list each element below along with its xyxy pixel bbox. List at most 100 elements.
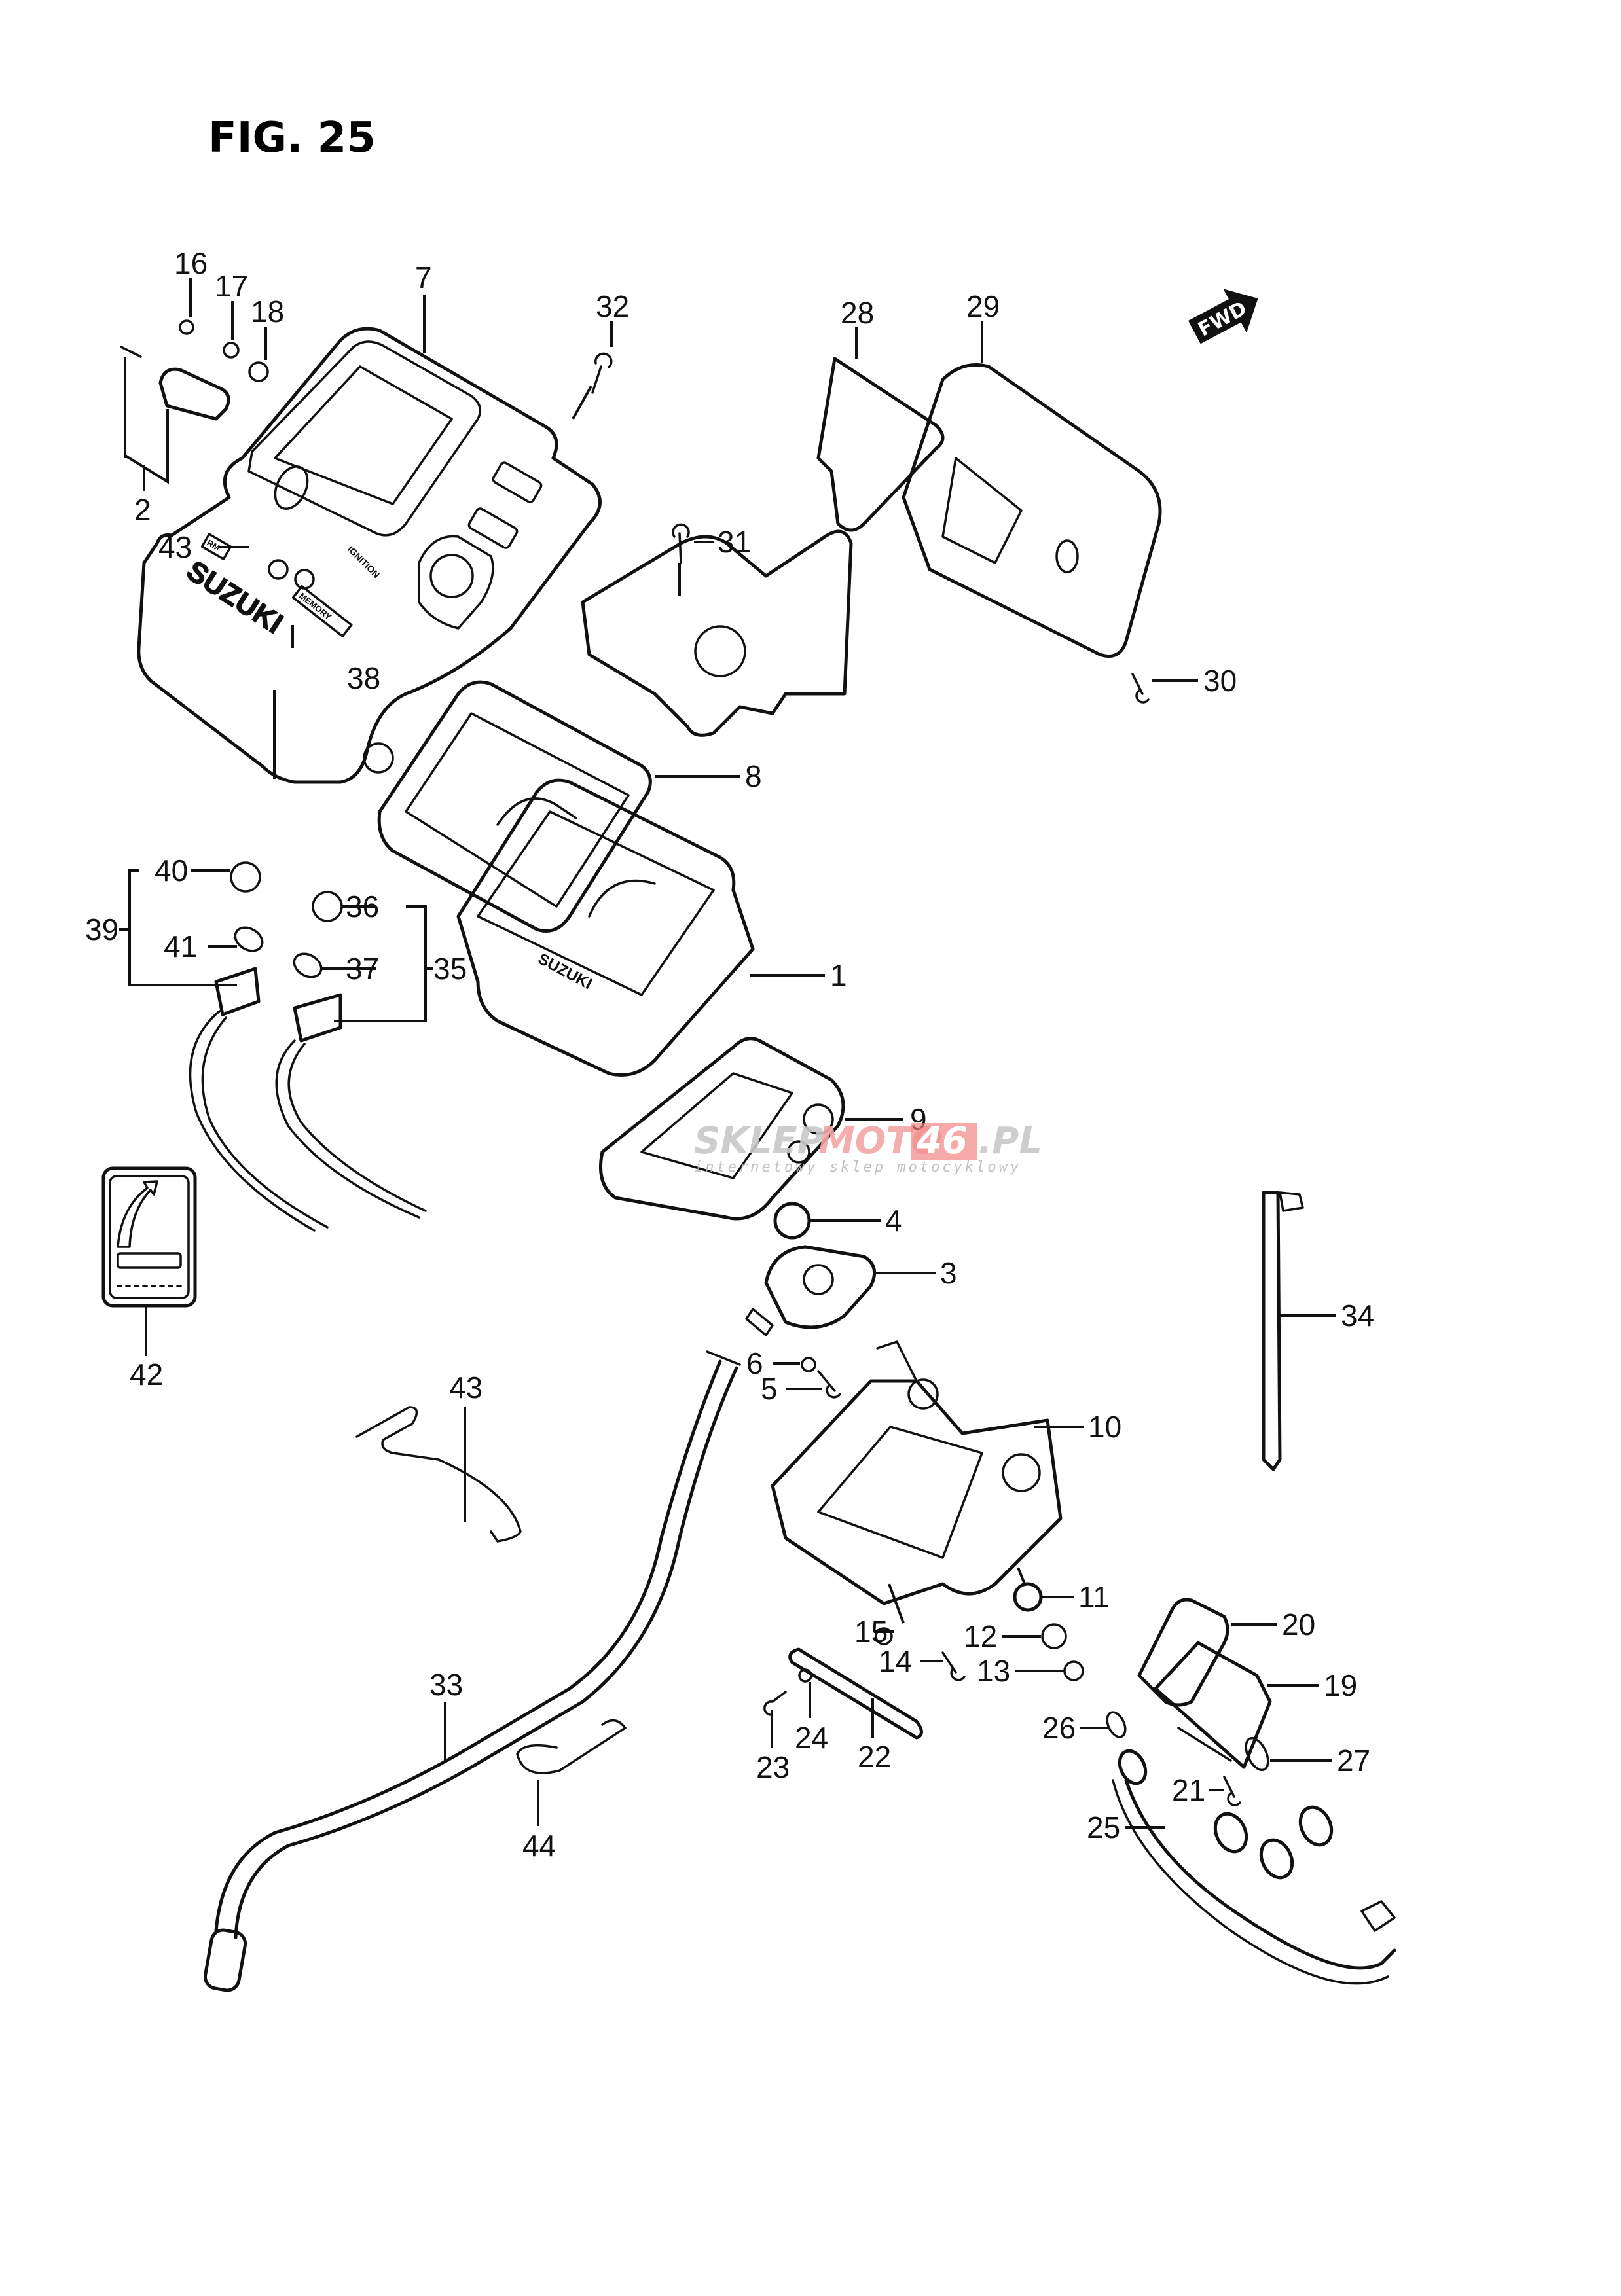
callout-20: 20 (1282, 1607, 1315, 1641)
callout-29: 29 (966, 289, 1000, 323)
part-12-washer (1041, 1623, 1067, 1649)
callout-10: 10 (1088, 1410, 1121, 1444)
callout-17: 17 (215, 269, 248, 303)
callout-32: 32 (596, 289, 629, 323)
callout-13: 13 (977, 1654, 1010, 1688)
part-32-screw (591, 352, 613, 394)
part-41-bulb (234, 926, 264, 952)
decal-suzuki-meter: SUZUKI (535, 950, 595, 993)
watermark-tagline: internetowy sklep motocyklowy (694, 1159, 1021, 1175)
part-25-socket-harness (1112, 1749, 1396, 1985)
callout-15: 15 (854, 1615, 888, 1649)
callout-7: 7 (415, 260, 432, 295)
callout-1: 1 (830, 958, 847, 992)
callout-43-lower: 43 (449, 1371, 483, 1405)
part-1-meter-case: SUZUKI (456, 778, 755, 1077)
part-2-trip-knob (120, 346, 230, 421)
callout-25: 25 (1087, 1810, 1120, 1844)
part-20-indicator-lens (1137, 1598, 1229, 1707)
callout-4: 4 (885, 1204, 902, 1238)
callout-31: 31 (718, 525, 751, 559)
part-23-screw (763, 1691, 787, 1716)
callout-38: 38 (347, 661, 380, 695)
callout-18: 18 (251, 295, 284, 329)
part-19-indicator-case (1154, 1641, 1272, 1769)
part-11-cushion (1013, 1582, 1043, 1612)
callout-26: 26 (1042, 1711, 1076, 1745)
callout-8: 8 (745, 759, 762, 793)
part-18-washer (248, 361, 269, 382)
callout-12: 12 (964, 1619, 997, 1653)
part-5-screw (817, 1370, 841, 1399)
part-31-screw (672, 523, 690, 564)
part-3-gear-box (745, 1245, 877, 1336)
part-6-washer (801, 1357, 816, 1372)
callout-41: 41 (164, 929, 197, 963)
watermark-badge (911, 1123, 977, 1160)
decal-suzuki-cover: SUZUKI (181, 554, 289, 639)
callout-36: 36 (346, 889, 379, 924)
part-43-wire-clip (355, 1406, 522, 1543)
watermark-46: 46 (916, 1120, 968, 1162)
callout-30: 30 (1203, 664, 1237, 698)
callout-40: 40 (155, 853, 188, 888)
callout-16: 16 (174, 246, 208, 280)
part-15-washer (875, 1627, 893, 1645)
callout-42: 42 (130, 1357, 163, 1391)
callout-23: 23 (756, 1750, 790, 1784)
leader-lines (119, 278, 1336, 1829)
part-33-speedometer-cable (203, 1350, 741, 1992)
part-9-meter-cover-lower (599, 1037, 845, 1221)
watermark: SKLEP MOTO 46 .PL internetowy sklep moto… (694, 1120, 1042, 1175)
callout-24: 24 (795, 1721, 828, 1755)
callout-11: 11 (1078, 1580, 1110, 1614)
forward-arrow-icon: FWD (1188, 289, 1258, 344)
part-26-bulb (1106, 1711, 1127, 1738)
part-29-cover (902, 363, 1162, 658)
part-40-switch-knob (230, 861, 261, 893)
part-34-clamp-band (1262, 1191, 1304, 1471)
callout-14: 14 (879, 1644, 912, 1678)
callout-labels: 16 17 18 2 7 32 28 29 31 30 43 38 8 1 9 … (85, 246, 1374, 1863)
part-10-meter-bracket (771, 1340, 1063, 1605)
part-24-washer (798, 1668, 812, 1683)
part-17-washer (223, 342, 240, 359)
part-39-socket-set (189, 967, 329, 1232)
part-8-meter-lens (377, 680, 652, 933)
callout-35: 35 (433, 952, 467, 986)
callout-33: 33 (429, 1668, 463, 1702)
part-44-clip (516, 1719, 627, 1774)
decal-ignition: IGNITION (346, 544, 382, 580)
part-4-o-ring (773, 1202, 811, 1240)
callout-39: 39 (85, 912, 118, 946)
part-21-screw (1223, 1776, 1241, 1806)
part-7-meter-cover-upper: SUZUKI IGNITION MEMORY RM (137, 327, 602, 784)
callout-6: 6 (746, 1346, 763, 1380)
callout-27: 27 (1337, 1744, 1370, 1778)
callout-19: 19 (1324, 1668, 1357, 1702)
watermark-sklep: SKLEP (694, 1120, 824, 1162)
callout-37: 37 (346, 952, 379, 986)
part-22-clamp-plate (788, 1647, 923, 1740)
callout-21: 21 (1172, 1773, 1205, 1807)
part-14-bolt (941, 1651, 966, 1681)
callout-5: 5 (761, 1372, 778, 1406)
callout-22: 22 (858, 1740, 891, 1774)
callout-44: 44 (522, 1829, 556, 1863)
watermark-pl: .PL (978, 1120, 1042, 1162)
part-16-screw (179, 319, 194, 335)
part-36-switch-knob (312, 891, 343, 922)
figure-title: FIG. 25 (208, 114, 376, 162)
part-42-decal (101, 1166, 197, 1308)
part-37-bulb (293, 952, 323, 978)
callout-28: 28 (841, 296, 874, 330)
callout-43-upper: 43 (158, 530, 192, 564)
part-27-bulb (1245, 1736, 1269, 1772)
part-35-socket-set (275, 993, 427, 1219)
callout-34: 34 (1341, 1299, 1374, 1333)
part-30-screw (1131, 673, 1150, 704)
part-28-bracket (581, 357, 945, 737)
callout-3: 3 (940, 1256, 957, 1290)
callout-2: 2 (134, 493, 151, 527)
